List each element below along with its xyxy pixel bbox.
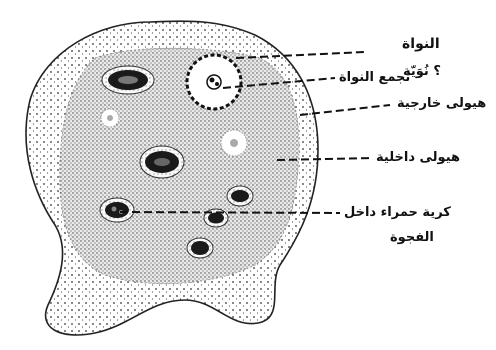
label-endoplasm: هيولى داخلية <box>376 150 460 166</box>
label-rbc-line2: الفجوة <box>390 230 434 246</box>
label-karyosome: تجمع النواة <box>339 70 410 86</box>
red-blood-cell <box>191 241 209 255</box>
red-blood-cell <box>105 202 129 218</box>
empty-vacuole-1 <box>101 109 119 127</box>
label-ectoplasm: هيولى خارجية <box>397 96 486 112</box>
food-vacuole-3 <box>100 198 134 222</box>
red-blood-cell <box>208 213 224 224</box>
food-vacuole-4 <box>227 186 253 206</box>
food-vacuole-1 <box>102 66 154 94</box>
label-nucleus: النواة <box>402 36 440 52</box>
empty-vacuole-2 <box>221 130 247 156</box>
label-rbc-line1: كرية حمراء داخل <box>344 205 451 221</box>
food-vacuole-2 <box>140 146 184 178</box>
karyosome <box>207 75 221 89</box>
red-blood-cell <box>231 190 249 202</box>
food-vacuole-6 <box>187 238 213 258</box>
nucleus <box>187 55 241 109</box>
